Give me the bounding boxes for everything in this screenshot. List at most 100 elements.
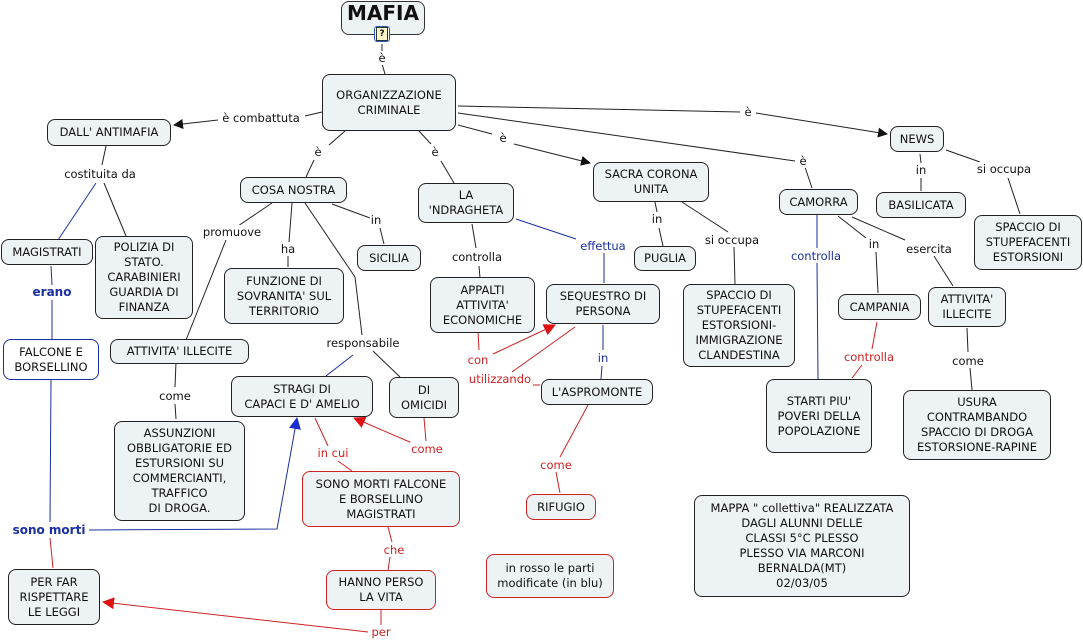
label-e-camorra[interactable]: è: [798, 154, 808, 168]
label-responsabile[interactable]: responsabile: [325, 336, 401, 350]
label-in-cui[interactable]: in cui: [316, 446, 350, 460]
link-incui-sonomorti: [337, 460, 353, 472]
label-come-attivita[interactable]: come: [158, 389, 192, 403]
node-sacra-corona[interactable]: SACRA CORONA UNITA: [593, 162, 709, 202]
label-in-sicilia[interactable]: in: [369, 213, 383, 227]
label-che[interactable]: che: [382, 543, 406, 557]
node-spaccio-scu[interactable]: SPACCIO DI STUPEFACENTI ESTORSIONI- IMMI…: [683, 284, 795, 367]
label-ha[interactable]: ha: [279, 242, 297, 256]
node-hanno-perso[interactable]: HANNO PERSO LA VITA: [326, 570, 436, 610]
label-come-rifugio[interactable]: come: [539, 458, 573, 472]
link-costituita-polizia: [103, 182, 127, 237]
link-ecosa-cosa: [305, 159, 315, 178]
label-sono-morti[interactable]: sono morti: [11, 523, 87, 537]
node-polizia[interactable]: POLIZIA DI STATO. CARABINIERI GUARDIA DI…: [95, 236, 193, 319]
label-promuove[interactable]: promuove: [201, 225, 263, 239]
link-org-enews: [457, 105, 741, 113]
label-come-omicidi[interactable]: come: [410, 442, 444, 456]
link-controlla-strati: [816, 262, 819, 380]
node-attivita-illecite-camorra[interactable]: ATTIVITA' ILLECITE: [928, 287, 1006, 327]
label-effettua[interactable]: effettua: [579, 239, 627, 253]
link-omicidi-come: [423, 417, 427, 442]
link-campania-controlla: [871, 321, 878, 350]
label-e-news[interactable]: è: [743, 105, 753, 119]
label-controlla-red[interactable]: controlla: [842, 350, 896, 364]
node-rifugio[interactable]: RIFUGIO: [526, 494, 596, 520]
node-sono-morti[interactable]: SONO MORTI FALCONE E BORSELLINO MAGISTRA…: [302, 471, 460, 527]
link-cosa-ha: [288, 202, 293, 243]
node-appalti[interactable]: APPALTI ATTIVITA' ECONOMICHE: [430, 277, 535, 333]
node-falcone-borsellino[interactable]: FALCONE E BORSELLINO: [3, 339, 99, 380]
link-come-rifugio: [555, 471, 561, 494]
node-strati-poveri[interactable]: STARTI PIU' POVERI DELLA POPOLAZIONE: [766, 379, 872, 453]
node-sequestro[interactable]: SEQUESTRO DI PERSONA: [546, 284, 660, 324]
node-aspromonte[interactable]: L'ASPROMONTE: [541, 379, 653, 405]
document-link-icon[interactable]: ?: [374, 26, 390, 42]
label-costituita-da[interactable]: costituita da: [63, 167, 137, 181]
label-in-aspro[interactable]: in: [596, 351, 610, 365]
label-esercita[interactable]: esercita: [905, 242, 953, 256]
link-come2-usura: [969, 367, 973, 391]
link-org-endra: [418, 130, 432, 145]
link-news-in: [919, 153, 922, 164]
label-in-campania[interactable]: in: [867, 237, 881, 251]
link-ndra-controlla: [471, 223, 477, 249]
link-enews-news: [755, 112, 888, 138]
node-puglia[interactable]: PUGLIA: [634, 246, 696, 271]
link-endra-ndra: [440, 160, 455, 184]
label-e-top[interactable]: è: [377, 51, 387, 65]
label-e-ndra[interactable]: è: [430, 145, 440, 159]
label-come-usura[interactable]: come: [951, 354, 985, 368]
link-sacra-sioccupa: [681, 201, 729, 233]
link-org-ecosa: [328, 130, 346, 146]
node-per-far-rispettare[interactable]: PER FAR RISPETTARE LE LEGGI: [8, 569, 100, 625]
node-omicidi[interactable]: DI OMICIDI: [389, 377, 459, 418]
node-magistrati[interactable]: MAGISTRATI: [1, 239, 93, 265]
label-e-combattuta[interactable]: è combattuta: [221, 111, 301, 125]
link-sacra-in: [654, 201, 658, 213]
link-in-sicilia: [379, 227, 385, 245]
node-funzione-sovranita[interactable]: FUNZIONE DI SOVRANITA' SUL TERRITORIO: [224, 268, 344, 324]
label-e-cosa[interactable]: è: [313, 145, 323, 159]
link-in-puglia: [658, 227, 664, 247]
label-per[interactable]: per: [370, 625, 392, 639]
link-aspro-come: [559, 404, 589, 458]
node-credits[interactable]: MAPPA " collettiva" REALIZZATA DAGLI ALU…: [694, 495, 910, 597]
node-assunzioni[interactable]: ASSUNZIONI OBBLIGATORIE ED ESTURSIONI SU…: [114, 421, 245, 521]
node-campania[interactable]: CAMPANIA: [838, 294, 921, 320]
node-sicilia[interactable]: SICILIA: [357, 245, 421, 271]
label-si-occupa-news[interactable]: si occupa: [975, 162, 1033, 176]
link-e-org: [381, 63, 386, 75]
link-cosa-responsabile: [304, 202, 356, 278]
label-utilizzando[interactable]: utilizzando: [467, 372, 533, 386]
link-news-sioccupa: [945, 149, 981, 163]
node-news[interactable]: NEWS: [890, 126, 944, 152]
node-ndragheta[interactable]: LA 'NDRAGHETA: [418, 183, 514, 223]
label-con[interactable]: con: [466, 353, 490, 367]
link-che-hanno: [387, 556, 391, 571]
node-legenda[interactable]: in rosso le parti modificate (in blu): [486, 554, 614, 598]
label-controlla-camorra[interactable]: controlla: [789, 249, 843, 263]
link-magistrati-erano: [50, 265, 53, 286]
node-cosa-nostra[interactable]: COSA NOSTRA: [240, 177, 347, 203]
node-antimafia[interactable]: DALL' ANTIMAFIA: [47, 119, 171, 146]
link-responsabile-omicidi: [372, 350, 401, 378]
label-in-basilicata[interactable]: in: [914, 163, 928, 177]
node-stragi[interactable]: STRAGI DI CAPACI E D' AMELIO: [231, 376, 373, 417]
link-controlla-strati-red: [851, 364, 863, 379]
label-e-sacra[interactable]: è: [498, 131, 508, 145]
node-camorra[interactable]: CAMORRA: [779, 189, 858, 215]
label-controlla-ndra[interactable]: controlla: [450, 250, 504, 264]
node-spaccio-news[interactable]: SPACCIO DI STUPEFACENTI ESTORSIONI: [974, 215, 1082, 270]
node-organizzazione-criminale[interactable]: ORGANIZZAZIONE CRIMINALE: [322, 74, 456, 131]
label-si-occupa-scu[interactable]: si occupa: [703, 233, 761, 247]
label-erano[interactable]: erano: [31, 285, 73, 299]
node-usura[interactable]: USURA CONTRAMBANDO SPACCIO DI DROGA ESTO…: [903, 390, 1051, 460]
node-basilicata[interactable]: BASILICATA: [876, 192, 966, 218]
link-attivita-come: [174, 361, 177, 388]
link-sonomorti-perfar: [49, 537, 54, 569]
link-org-ecombattuta: [304, 111, 323, 117]
label-in-puglia[interactable]: in: [650, 212, 664, 226]
node-attivita-illecite[interactable]: ATTIVITA' ILLECITE: [110, 339, 249, 364]
